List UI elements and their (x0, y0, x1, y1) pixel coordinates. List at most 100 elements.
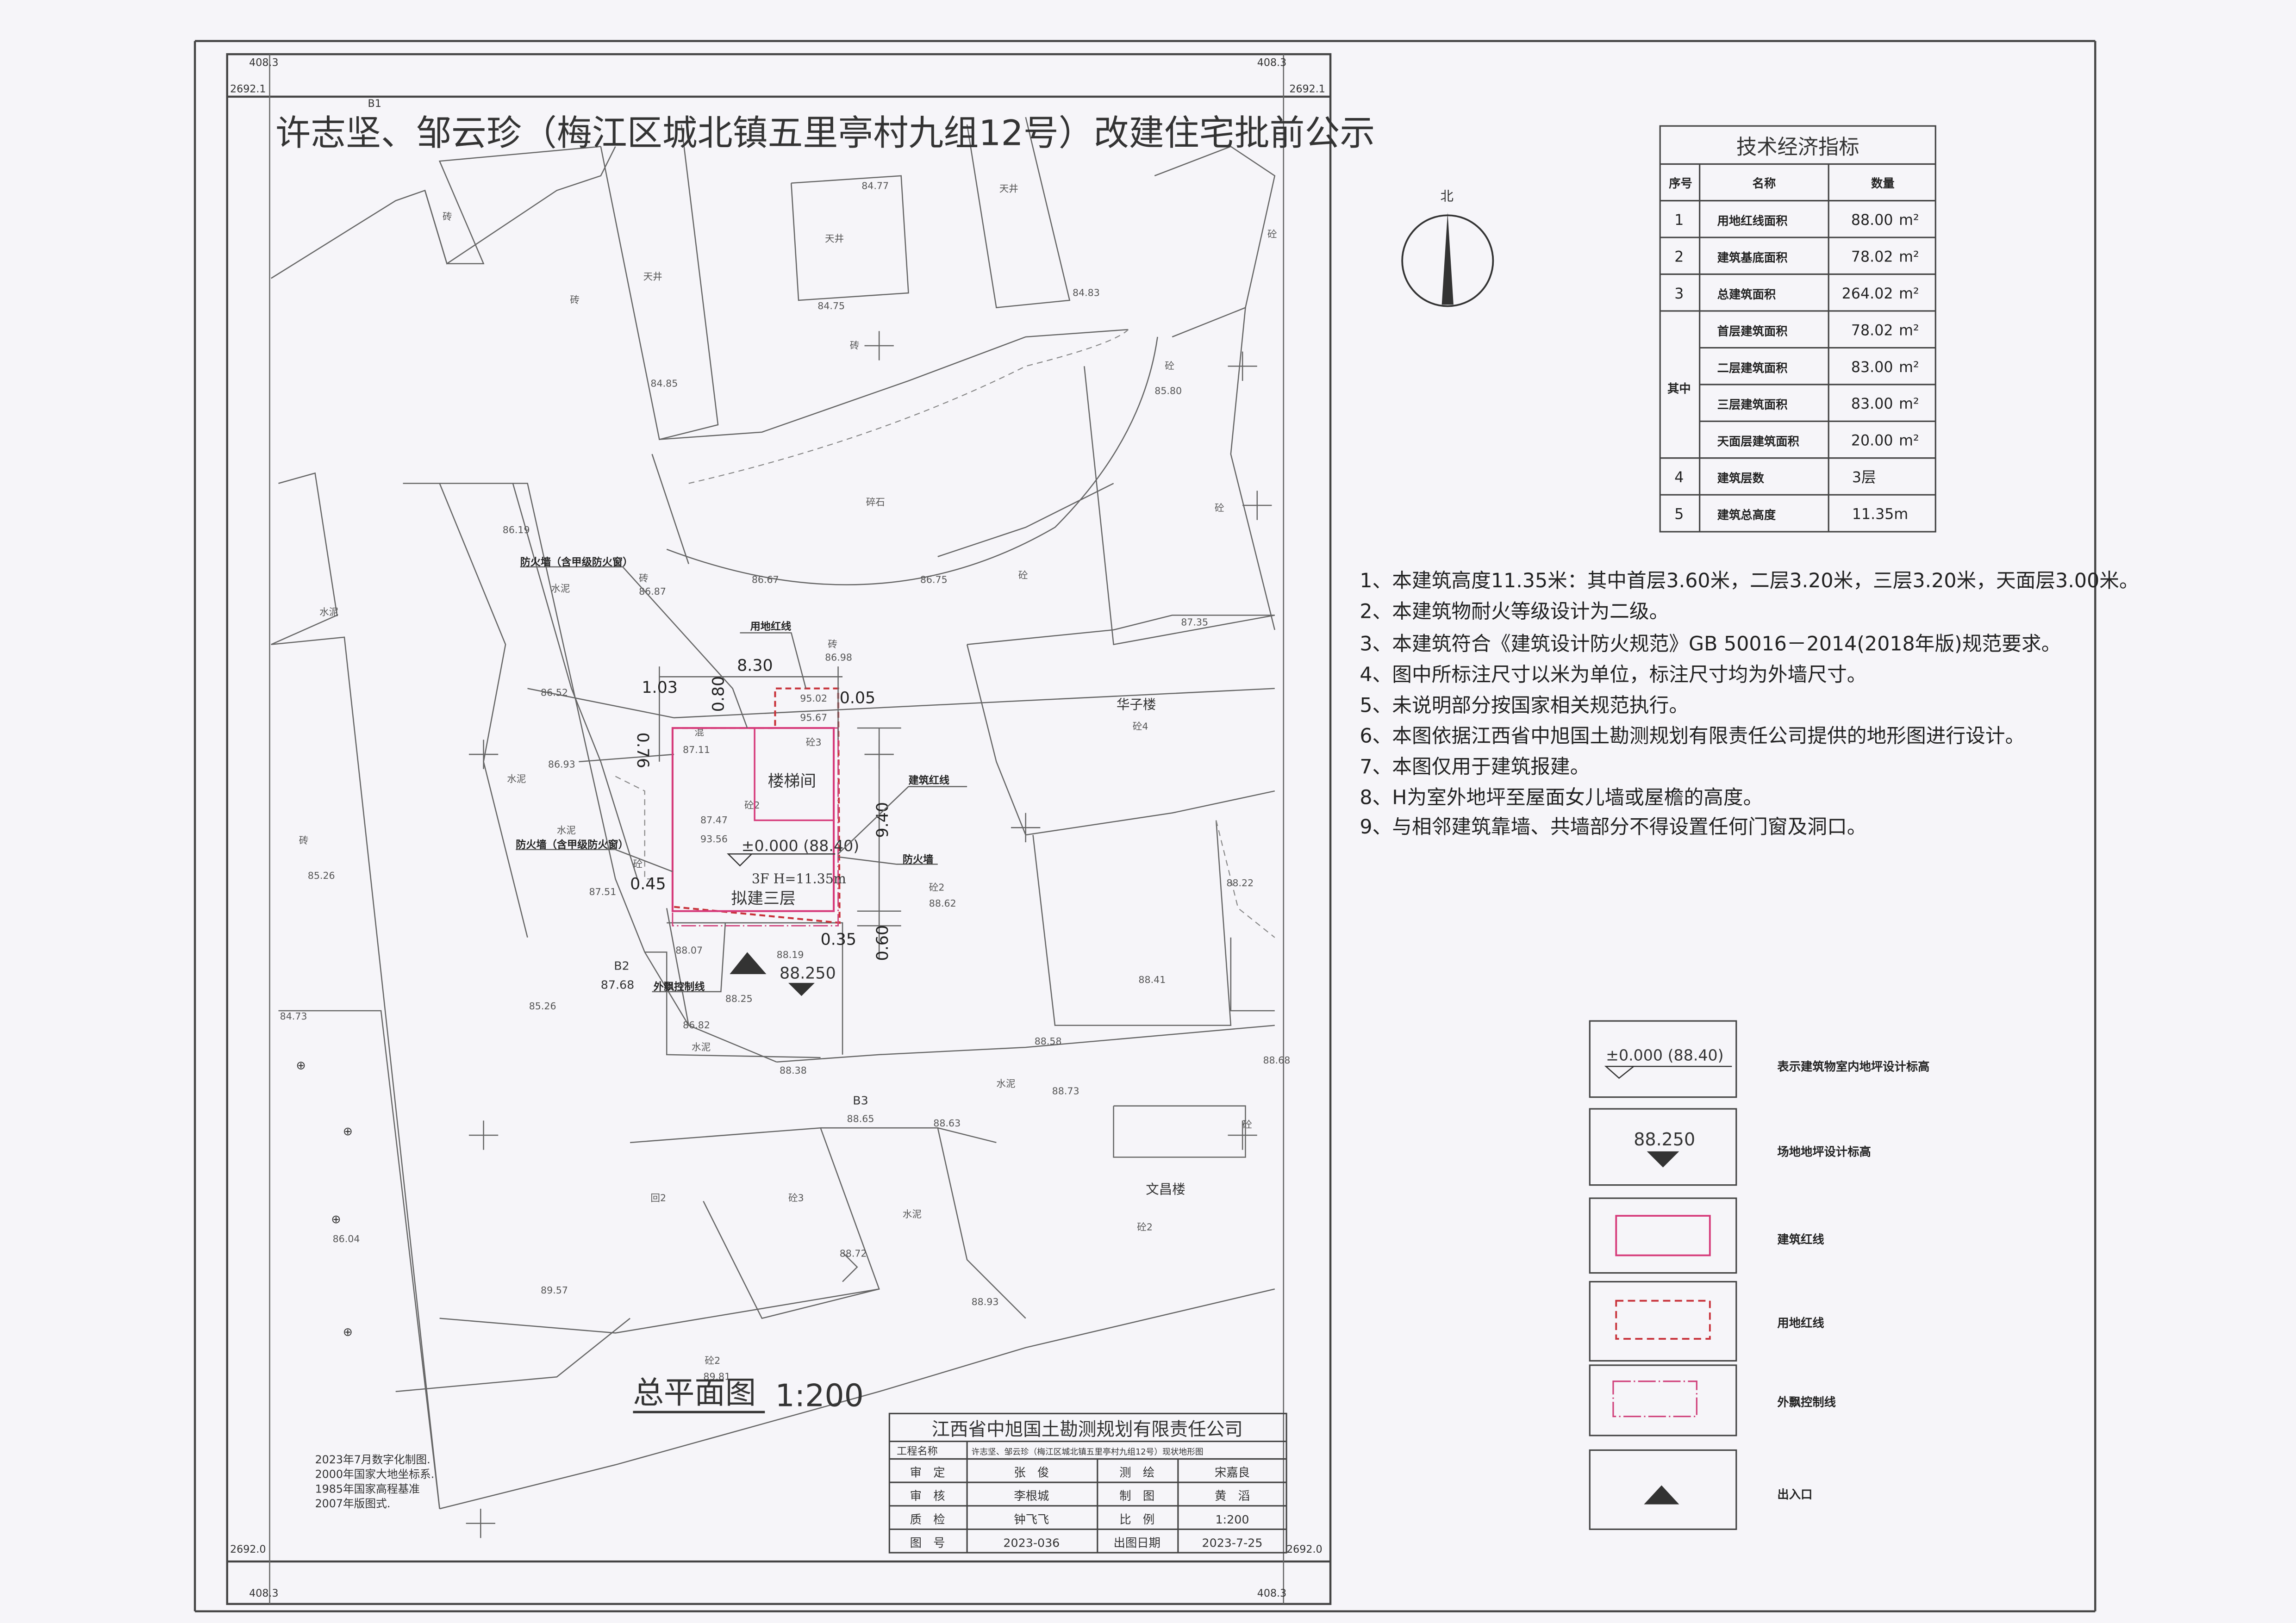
site-line-swatch (1615, 1300, 1711, 1340)
ground-level-icon (1647, 1151, 1679, 1168)
map-label: 87.47 (700, 815, 728, 826)
legend-label: 出入口 (1777, 1487, 1812, 1501)
map-label: 95.02 (800, 693, 827, 704)
map-label: 水泥 (507, 773, 526, 784)
tb-value: 2023-036 (1003, 1536, 1060, 1549)
row-unit: m² (1899, 433, 1919, 449)
map-label: 86.67 (752, 574, 779, 585)
map-label: 砖 (299, 835, 309, 846)
tb-key: 测 绘 (1119, 1465, 1154, 1479)
dimensions: 8.30 1.03 0.80 0.05 0.76 9.40 0.45 0.35 … (516, 556, 967, 993)
note: 7、本图仅用于建筑报建。 (1360, 755, 1590, 778)
grid-y-label: 2692.0 (230, 1543, 266, 1555)
floor-level-icon (727, 853, 753, 867)
map-label: 86.93 (548, 759, 575, 770)
tb-value: 钟飞飞 (1014, 1512, 1049, 1526)
grid-y-label: 2692.0 (1286, 1543, 1322, 1555)
row-unit: m² (1899, 359, 1919, 376)
map-label: 水泥 (996, 1078, 1015, 1089)
map-label: 水泥 (551, 583, 570, 594)
row-number: 5 (1674, 506, 1684, 523)
tb-value: 李根城 (1014, 1489, 1049, 1503)
map-label: 86.75 (920, 574, 948, 585)
map-label: 88.38 (780, 1065, 807, 1076)
north-label: 北 (1440, 189, 1453, 204)
site-red-line (672, 687, 841, 924)
map-label: 87.51 (589, 886, 616, 897)
map-label: 砼 (633, 858, 643, 870)
firewall-callout: 防火墙 (903, 853, 933, 865)
svg-text:⊕: ⊕ (343, 1325, 353, 1339)
dimension-label: 8.30 (737, 657, 773, 675)
floor-level-icon (1604, 1065, 1635, 1079)
row-number: 4 (1674, 469, 1684, 486)
map-label: 88.22 (1226, 877, 1254, 889)
row-unit: m² (1899, 322, 1919, 339)
site-line-callout: 用地红线 (750, 621, 792, 633)
north-arrow-icon (1441, 212, 1454, 305)
row-unit: m² (1899, 212, 1919, 229)
dimension-label: 0.60 (873, 925, 892, 961)
map-label: 88.25 (725, 993, 753, 1004)
map-label: 水泥 (319, 606, 338, 617)
note: 9、与相邻建筑靠墙、共墙部分不得设置任何门窗及洞口。 (1360, 815, 1866, 839)
project-label: 工程名称 (897, 1445, 938, 1457)
row-unit: m² (1899, 286, 1919, 302)
map-label: 砼2 (1137, 1222, 1153, 1233)
map-label: 93.56 (700, 833, 728, 845)
grid-x-label: 408.3 (249, 1587, 278, 1599)
map-label: 85.80 (1154, 385, 1182, 396)
plan-caption: 总平面图 1:200 (633, 1374, 864, 1414)
map-label: 95.67 (800, 712, 827, 723)
row-unit: m² (1899, 249, 1919, 265)
map-label: 84.85 (650, 378, 678, 389)
dimension-label: 9.40 (873, 802, 892, 838)
company-name: 江西省中旭国土勘测规划有限责任公司 (931, 1419, 1242, 1440)
row-value: 83.00 (1851, 359, 1893, 376)
map-label: 88.07 (675, 945, 703, 956)
map-label: 水泥 (557, 825, 576, 836)
map-label: 砼2 (705, 1355, 721, 1366)
legend-label: 外飘控制线 (1777, 1395, 1836, 1409)
row-name: 二层建筑面积 (1717, 361, 1788, 375)
note: 4、图中所标注尺寸以米为单位，标注尺寸均为外墙尺寸。 (1360, 663, 1866, 686)
legend-symbol: ±0.000 (88.40) (1606, 1046, 1724, 1064)
map-label: 87.11 (683, 744, 710, 755)
survey-note: 2000年国家大地坐标系. (315, 1468, 435, 1481)
row-value: 20.00 (1851, 433, 1893, 449)
dimension-label: 1.03 (642, 678, 677, 697)
grid-y-label: 2692.1 (1289, 83, 1325, 95)
survey-notes: 2023年7月数字化制图. 2000年国家大地坐标系. 1985年国家高程基准 … (315, 1453, 435, 1510)
map-label: 89.57 (541, 1285, 568, 1296)
map-label: 砼 (1215, 503, 1224, 514)
row-unit: m² (1899, 396, 1919, 412)
map-label: 84.75 (817, 300, 845, 311)
map-label: 天井 (825, 233, 844, 244)
map-label: 86.82 (683, 1020, 710, 1031)
map-label: 88.68 (1263, 1055, 1290, 1066)
map-label: B3 (853, 1094, 868, 1107)
legend-label: 建筑红线 (1777, 1232, 1824, 1246)
ground-level-icon (788, 983, 815, 996)
map-label: 混 (694, 727, 704, 738)
north-arrow: 北 (1401, 189, 1494, 307)
map-label: 文昌楼 (1146, 1182, 1185, 1197)
design-notes: 1、本建筑高度11.35米：其中首层3.60米，二层3.20米，三层3.20米，… (1360, 569, 2139, 839)
row-value: 264.02 (1842, 286, 1893, 302)
map-label: 88.72 (840, 1248, 867, 1259)
tb-key: 制 图 (1119, 1489, 1154, 1503)
row-number: 1 (1674, 212, 1684, 229)
row-value: 88.00 (1851, 212, 1893, 229)
row-name: 建筑总高度 (1717, 508, 1776, 522)
tb-key: 比 例 (1119, 1512, 1154, 1526)
map-label: 85.26 (529, 1001, 556, 1012)
row-number: 2 (1674, 249, 1684, 265)
proposed-label: 拟建三层 (731, 889, 796, 908)
map-label: 砼2 (744, 800, 760, 811)
topographic-map: ⊕ ⊕ ⊕ ⊕ (270, 117, 1276, 1538)
firewall-window-callout: 防火墙（含甲级防火窗） (516, 839, 629, 851)
map-label: 84.73 (280, 1011, 307, 1022)
svg-text:⊕: ⊕ (343, 1124, 353, 1138)
